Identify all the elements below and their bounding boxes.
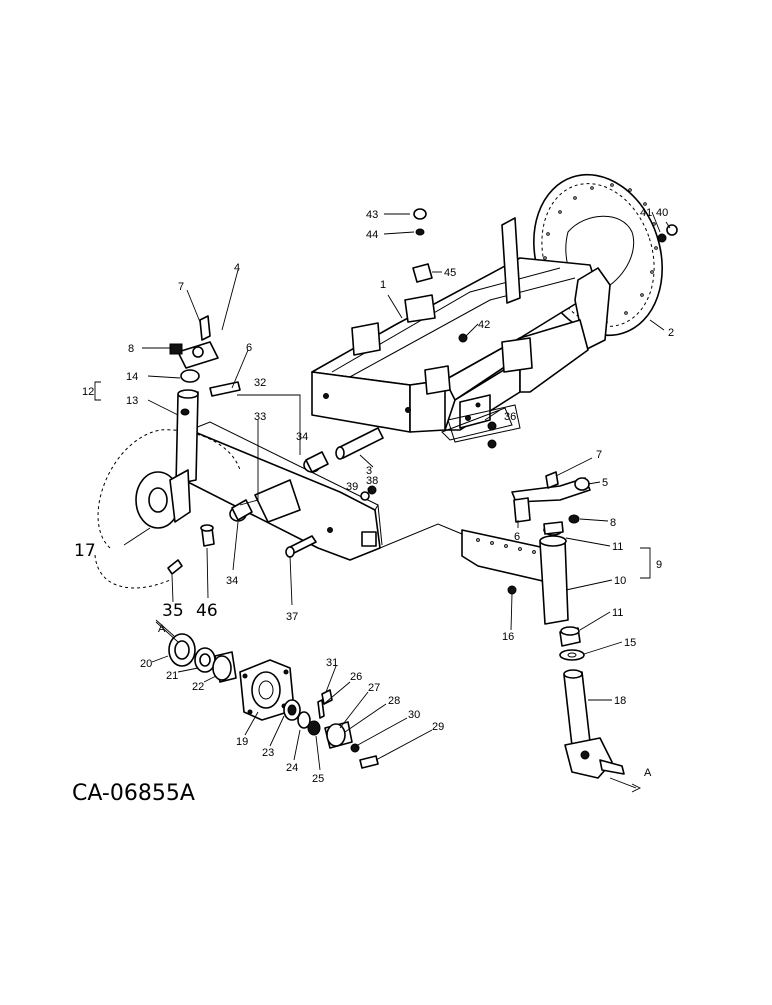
callout-39: 39: [346, 481, 358, 493]
callout-24: 24: [286, 762, 298, 774]
callout-42: 42: [478, 319, 490, 331]
callout-1: 1: [380, 279, 386, 291]
view-marker-left: A: [158, 623, 166, 635]
leader-lines: [94, 211, 671, 793]
callout-34-top: 34: [296, 431, 308, 443]
callout-40: 40: [656, 207, 668, 219]
callout-46: 46: [196, 601, 218, 621]
callout-20: 20: [140, 658, 152, 670]
callout-7-right: 7: [596, 449, 602, 461]
callout-17: 17: [74, 541, 96, 561]
left-spindle-assembly: [94, 315, 241, 589]
callout-2: 2: [668, 327, 674, 339]
callout-8-left: 8: [128, 343, 134, 355]
callout-14: 14: [126, 371, 138, 383]
right-kingpin-housing: [539, 521, 569, 625]
callout-36: 36: [504, 411, 516, 423]
callout-43: 43: [366, 209, 378, 221]
callout-41: 41: [640, 207, 652, 219]
callout-25: 25: [312, 773, 324, 785]
lower-bushing-and-washer: [559, 626, 585, 661]
hardware-40-41: [657, 224, 678, 243]
bushings: [229, 451, 329, 522]
callout-45: 45: [444, 267, 456, 279]
callout-29: 29: [432, 721, 444, 733]
callout-34-bottom: 34: [226, 575, 238, 587]
callout-35: 35: [162, 601, 184, 621]
callout-44: 44: [366, 229, 378, 241]
callout-4: 4: [234, 262, 240, 274]
callout-27: 27: [368, 682, 380, 694]
pivot-pin: [335, 427, 384, 460]
axle-extension: [379, 523, 561, 595]
top-hardware: [412, 208, 468, 343]
callout-9: 9: [656, 559, 662, 571]
axle-beam: [179, 421, 383, 561]
hardware-36: [447, 404, 521, 449]
callout-37: 37: [286, 611, 298, 623]
callout-labels: 1 2 3 4 5 6 6 7 7 8 8 9 10 11 11 12 13 1…: [72, 207, 674, 806]
right-steering-arm: [511, 471, 591, 524]
main-frame: [311, 217, 611, 441]
callout-23: 23: [262, 747, 274, 759]
callout-30: 30: [408, 709, 420, 721]
callout-33: 33: [254, 411, 266, 423]
hub-parts-row: [168, 633, 379, 769]
callout-3: 3: [366, 465, 372, 477]
callout-15: 15: [624, 637, 636, 649]
right-spindle-18: [563, 669, 625, 779]
callout-38: 38: [366, 475, 378, 487]
callout-31: 31: [326, 657, 338, 669]
callout-12: 12: [82, 386, 94, 398]
callout-7-left: 7: [178, 281, 184, 293]
drawing-code: CA-06855A: [72, 781, 195, 806]
callout-32: 32: [254, 377, 266, 389]
callout-22: 22: [192, 681, 204, 693]
callout-19: 19: [236, 736, 248, 748]
callout-5: 5: [602, 477, 608, 489]
callout-16: 16: [502, 631, 514, 643]
callout-10: 10: [614, 575, 626, 587]
callout-11-bottom: 11: [612, 607, 623, 619]
callout-11-top: 11: [612, 541, 623, 553]
small-hardware-left: [167, 524, 215, 575]
view-marker-right: A: [644, 767, 652, 779]
callout-18: 18: [614, 695, 626, 707]
callout-26: 26: [350, 671, 362, 683]
callout-6-right: 6: [514, 531, 520, 543]
nuts-38-39: [360, 485, 377, 501]
callout-13: 13: [126, 395, 138, 407]
callout-6-left: 6: [246, 342, 252, 354]
callout-28: 28: [388, 695, 400, 707]
callout-21: 21: [166, 670, 178, 682]
callout-8-right: 8: [610, 517, 616, 529]
